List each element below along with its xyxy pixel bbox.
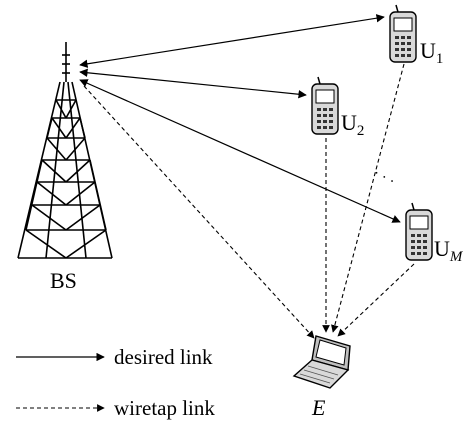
wiretap-link-u1-eve	[331, 63, 405, 333]
label-u1-sub: 1	[436, 51, 444, 67]
label-bs: BS	[50, 268, 77, 293]
label-um-sub: M	[449, 249, 464, 265]
label-u2-base: U	[341, 110, 357, 135]
phone-icon-um	[405, 202, 433, 261]
desired-link-bs-u1	[79, 14, 385, 68]
phone-icon-u2	[311, 76, 339, 135]
label-um-base: U	[434, 236, 450, 261]
label-u2: U2	[341, 110, 364, 139]
users-ellipsis: · · ·	[370, 165, 397, 190]
legend-wiretap-label: wiretap link	[114, 396, 215, 420]
wiretap-link-bs-eve	[83, 85, 315, 339]
label-u2-sub: 2	[357, 123, 365, 139]
desired-link-bs-u2	[79, 68, 307, 99]
phone-icon-u1	[389, 4, 417, 63]
wiretap-links	[83, 63, 415, 339]
wiretap-link-um-eve	[337, 263, 415, 337]
label-u1: U1	[420, 38, 443, 67]
legend-desired-label: desired link	[114, 345, 213, 369]
label-u1-base: U	[420, 38, 436, 63]
label-um: UM	[434, 236, 464, 265]
legend: desired link wiretap link	[16, 345, 215, 420]
desired-links	[79, 14, 401, 223]
laptop-icon-eve	[292, 335, 351, 389]
desired-link-bs-um	[79, 79, 401, 223]
label-eve: E	[311, 395, 326, 420]
